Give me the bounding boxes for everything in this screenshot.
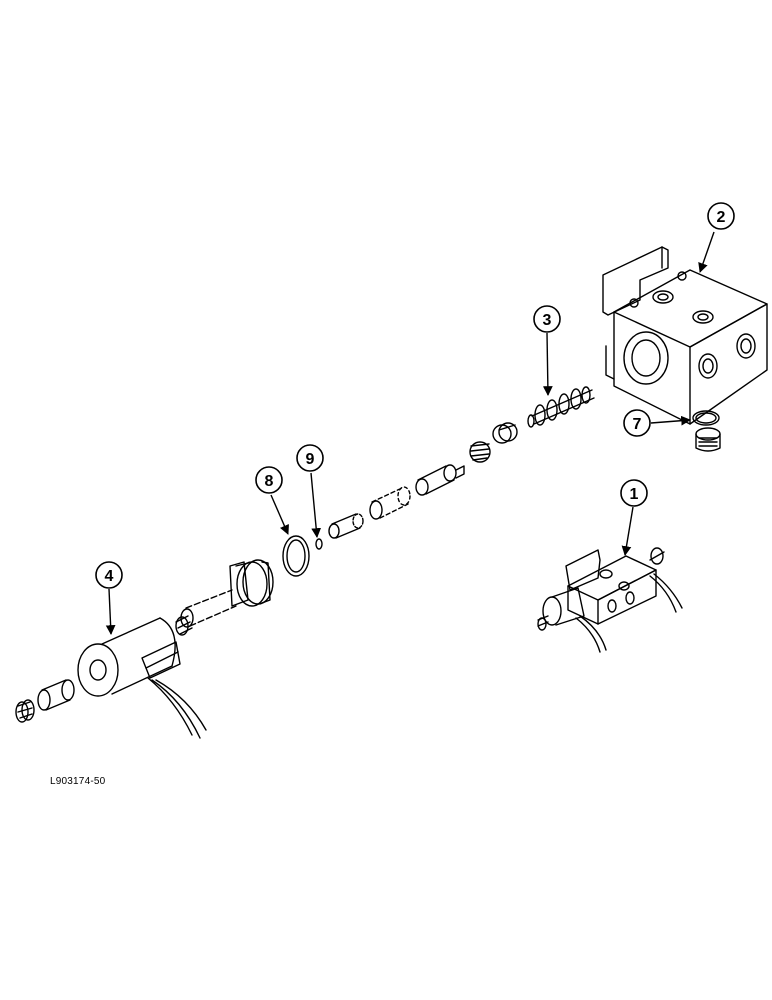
small-nut (492, 422, 518, 444)
callout-7: 7 (623, 409, 691, 437)
plug-and-oring-part-7 (692, 410, 721, 452)
svg-text:7: 7 (633, 416, 642, 433)
callouts: 2 3 7 1 9 8 4 (95, 202, 735, 635)
svg-text:9: 9 (306, 451, 315, 468)
callout-4: 4 (95, 561, 123, 635)
callout-2: 2 (698, 202, 735, 273)
small-oring-part-9 (315, 538, 323, 550)
callout-3: 3 (533, 305, 561, 396)
large-oring-part-8 (282, 535, 310, 577)
spring (469, 441, 491, 463)
callout-8: 8 (255, 466, 289, 535)
svg-text:4: 4 (105, 568, 114, 585)
sleeve-right (415, 464, 465, 496)
sleeve-middle (369, 486, 411, 520)
solenoid-tube (175, 559, 274, 636)
valve-assembly-part-1 (537, 547, 683, 653)
callout-1: 1 (620, 479, 648, 556)
solenoid-coil-part-4 (77, 617, 207, 739)
svg-text:3: 3 (543, 312, 552, 329)
spool-part-3 (527, 386, 595, 428)
svg-text:2: 2 (717, 209, 726, 226)
plunger (328, 513, 364, 539)
valve-body-part-2 (602, 246, 768, 425)
figure-id: L903174-50 (50, 776, 106, 787)
svg-text:8: 8 (265, 473, 274, 490)
callout-9: 9 (296, 444, 324, 538)
coil-nut (15, 699, 35, 723)
coil-sleeve (37, 679, 75, 711)
svg-text:1: 1 (630, 486, 639, 503)
